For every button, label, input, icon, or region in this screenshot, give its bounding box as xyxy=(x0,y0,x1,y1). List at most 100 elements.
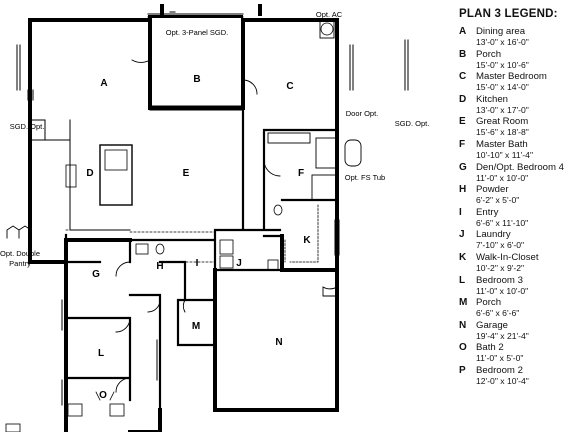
room-label-K: K xyxy=(303,235,311,246)
window-marks xyxy=(16,11,409,406)
legend-room-name: Kitchen xyxy=(476,93,508,105)
legend-room-name: Porch xyxy=(476,297,502,309)
interior-walls xyxy=(64,106,339,412)
legend-room-name: Master Bath xyxy=(476,138,528,150)
room-label-E: E xyxy=(183,168,190,179)
legend-room-name: Master Bedroom xyxy=(476,71,547,83)
room-label-M: M xyxy=(192,321,200,332)
fs-tub-icon xyxy=(344,139,362,167)
room-label-I: I xyxy=(196,258,199,269)
room-label-L: L xyxy=(98,348,104,359)
legend-letter: B xyxy=(459,48,467,60)
legend-room-dimensions: 6'-6" x 11'-10" xyxy=(476,217,529,228)
room-label-B: B xyxy=(193,74,200,85)
legend-letter: H xyxy=(459,184,467,196)
legend-letter: M xyxy=(459,297,468,309)
pantry-label-1: Opt. Double xyxy=(0,249,40,258)
ac-unit xyxy=(319,19,335,39)
bath-tub xyxy=(315,137,337,169)
door-swings xyxy=(115,59,338,393)
legend-room-name: Garage xyxy=(476,319,508,331)
legend-room-dimensions: 15'-0" x 14'-0" xyxy=(476,82,529,93)
toilet xyxy=(273,204,283,216)
floor-plan: A B C D E F G H I J K L M N O Opt. AC Op… xyxy=(0,4,430,432)
legend-room-dimensions: 13'-0" x 17'-0" xyxy=(476,104,529,115)
legend-room-name: Bath 2 xyxy=(476,342,504,354)
shower xyxy=(311,174,338,201)
legend-room-dimensions: 15'-0" x 10'-6" xyxy=(476,59,529,70)
legend-letter: E xyxy=(459,116,466,128)
sgd-opt-right-label: SGD. Opt. xyxy=(395,119,430,128)
legend-room-name: Entry xyxy=(476,206,499,218)
legend-letter: O xyxy=(459,342,467,354)
legend-letter: K xyxy=(459,251,467,263)
legend-room-name: Dining area xyxy=(476,26,526,37)
legend-room-name: Bedroom 3 xyxy=(476,274,523,286)
room-label-A: A xyxy=(100,78,107,89)
legend-room-dimensions: 6'-2" x 5'-0" xyxy=(476,195,520,206)
legend-letter: C xyxy=(459,71,467,83)
room-label-O: O xyxy=(99,390,107,401)
bath-vanity xyxy=(267,132,311,144)
top-bar xyxy=(148,15,243,18)
legend-letter: D xyxy=(459,93,467,105)
room-label-H: H xyxy=(156,261,163,272)
legend-title: PLAN 3 LEGEND: xyxy=(459,8,558,20)
legend-room-name: Laundry xyxy=(476,229,511,241)
legend-room-name: Den/Opt. Bedroom 4 xyxy=(476,161,564,173)
legend-room-dimensions: 10'-2" x 9'-2" xyxy=(476,262,525,273)
pantry-icon xyxy=(6,225,32,239)
legend-letter: N xyxy=(459,319,467,331)
legend-room-dimensions: 13'-0" x 16'-0" xyxy=(476,37,529,47)
pantry-label-2: Pantry xyxy=(9,259,31,268)
legend-letter: A xyxy=(459,26,467,37)
legend-letter: G xyxy=(459,161,467,173)
legend-room-dimensions: 7'-10" x 6'-0" xyxy=(476,240,525,251)
sgd-opt-left-label: SGD. Opt. xyxy=(10,122,45,131)
legend-letter: J xyxy=(459,229,465,241)
kitchen-counters xyxy=(29,119,131,231)
closet-shelves xyxy=(284,204,319,263)
legend-room-dimensions: 11'-0" x 10'-0" xyxy=(476,285,529,296)
legend-room-name: Porch xyxy=(476,48,502,60)
legend-room-dimensions: 15'-6" x 18'-8" xyxy=(476,127,529,138)
legend-letter: L xyxy=(459,274,466,286)
fs-tub-label: Opt. FS Tub xyxy=(345,173,385,182)
room-label-F: F xyxy=(298,168,304,179)
legend-room-dimensions: 11'-0" x 5'-0" xyxy=(476,353,524,364)
legend-room-dimensions: 19'-4" x 21'-4" xyxy=(476,330,529,341)
room-label-J: J xyxy=(236,258,242,269)
legend-room-name: Great Room xyxy=(476,116,529,128)
legend-room-dimensions: 11'-0" x 10'-0" xyxy=(476,172,529,183)
room-label-G: G xyxy=(92,269,100,280)
legend-room-name: Powder xyxy=(476,184,509,196)
legend-room-name: Walk-In-Closet xyxy=(476,251,539,263)
opt-3panel-label: Opt. 3-Panel SGD. xyxy=(166,28,229,37)
opt-ac-label: Opt. AC xyxy=(316,10,343,19)
legend-room-name: Bedroom 2 xyxy=(476,364,523,376)
kitchen-island xyxy=(99,144,133,206)
legend-room-dimensions: 6'-6" x 6'-6" xyxy=(476,308,520,319)
legend-letter: F xyxy=(459,138,466,150)
legend-room-dimensions: 10'-10" x 11'-4" xyxy=(476,149,533,160)
room-label-C: C xyxy=(286,81,293,92)
room-label-N: N xyxy=(275,337,282,348)
legend-letter: P xyxy=(459,364,466,376)
